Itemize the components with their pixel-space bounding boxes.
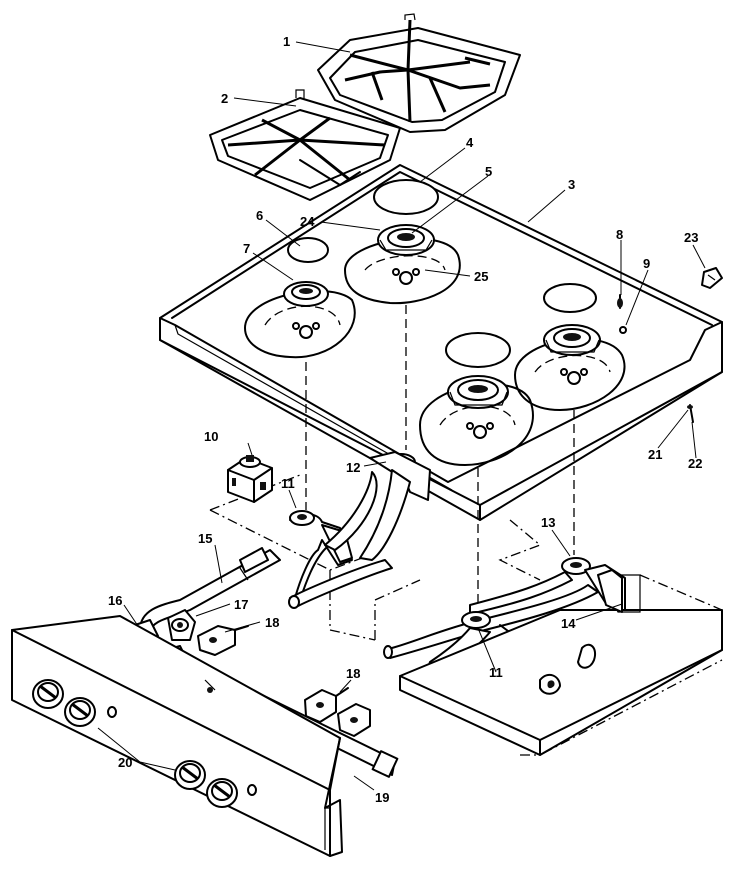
burner-tube-rear-left	[288, 510, 393, 609]
valve-18-bottom-b	[337, 703, 371, 737]
callout-18-upper: 18	[265, 615, 279, 630]
knob-3[interactable]	[174, 760, 206, 790]
callout-23: 23	[684, 230, 698, 245]
callout-16: 16	[108, 593, 122, 608]
callout-24: 24	[300, 214, 315, 229]
leader-lines	[97, 41, 706, 791]
burner-base-rear-right	[344, 224, 461, 305]
callout-11-upper: 11	[281, 476, 295, 491]
callout-22: 22	[688, 456, 702, 471]
burner-cap-large-rear	[373, 179, 439, 215]
burner-base-front-left	[419, 332, 534, 466]
callout-2: 2	[221, 91, 228, 106]
valve-18-top	[197, 625, 249, 656]
callout-17: 17	[234, 597, 248, 612]
callout-10: 10	[204, 429, 218, 444]
callout-7: 7	[243, 241, 250, 256]
callout-8: 8	[616, 227, 623, 242]
callout-25: 25	[474, 269, 488, 284]
burner-grate-left	[209, 89, 401, 201]
callout-3: 3	[568, 177, 575, 192]
clip-9	[619, 326, 627, 334]
knob-2[interactable]	[64, 697, 96, 727]
burner-box-14	[399, 569, 723, 756]
bracket-23	[701, 267, 723, 289]
callout-4: 4	[466, 135, 474, 150]
callout-11-lower: 11	[489, 665, 503, 680]
valve-18-bottom-a	[304, 687, 349, 723]
burner-tube-rear-right	[324, 451, 431, 561]
screw-22	[687, 404, 694, 423]
callout-9: 9	[643, 256, 650, 271]
callout-1: 1	[283, 34, 290, 49]
callout-19: 19	[375, 790, 389, 805]
callout-labels: 1 2 3 4 5 6 7 8 9 10 11 11 12 13 14 15 1…	[108, 34, 702, 805]
callout-21: 21	[648, 447, 662, 462]
burner-base-rear-left	[244, 281, 356, 359]
screw-8	[617, 294, 623, 309]
callout-20: 20	[118, 755, 132, 770]
callout-15: 15	[198, 531, 212, 546]
callout-6: 6	[256, 208, 263, 223]
callout-13: 13	[541, 515, 555, 530]
regulator-10	[227, 455, 273, 503]
callout-18-lower: 18	[346, 666, 360, 681]
manifold-15	[139, 547, 281, 633]
control-panel	[11, 615, 343, 857]
burner-base-front-right	[514, 283, 626, 411]
callout-14: 14	[561, 616, 576, 631]
callout-5: 5	[485, 164, 492, 179]
knob-4[interactable]	[206, 778, 238, 808]
burner-grate-right	[317, 13, 521, 133]
callout-12: 12	[346, 460, 360, 475]
knob-1[interactable]	[32, 679, 64, 709]
